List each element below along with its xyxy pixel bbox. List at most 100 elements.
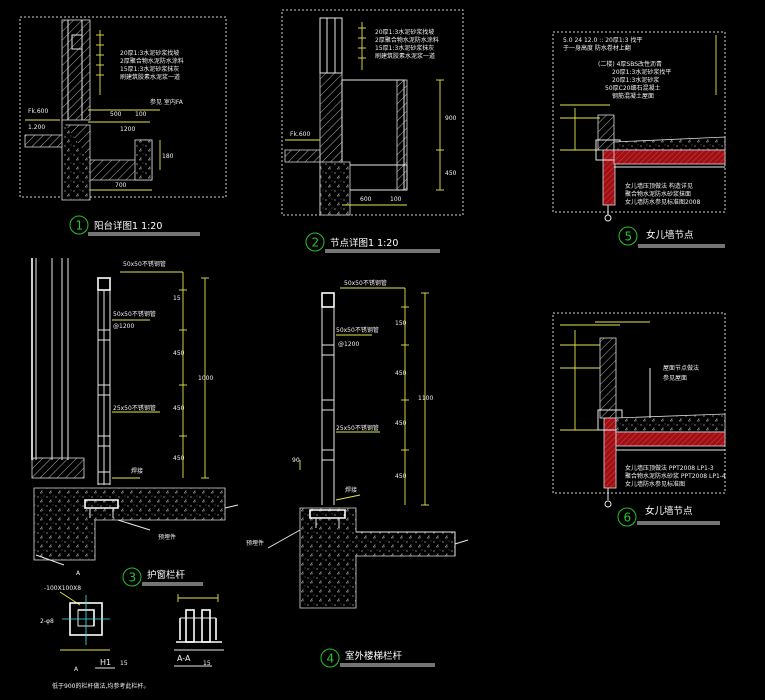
aa-section-label: A-A	[177, 654, 191, 663]
detail-2-title: 节点详图1 1:20	[330, 237, 398, 249]
svg-text:450: 450	[173, 405, 185, 412]
detail-1-number: 1	[76, 219, 84, 233]
svg-text:15: 15	[173, 295, 181, 302]
svg-text:2厚聚合物水泥防水涂料: 2厚聚合物水泥防水涂料	[120, 57, 184, 65]
svg-text:Fk.600: Fk.600	[28, 108, 48, 115]
d4-label-spacing: @1200	[338, 341, 359, 348]
red-wall-6	[603, 417, 617, 489]
svg-text:女儿墙防水参见标准图: 女儿墙防水参见标准图	[625, 480, 685, 488]
detail-5-number: 5	[625, 230, 633, 244]
d4-label-embed: 预埋件	[246, 539, 264, 547]
detail-4-stair-railing: 50x50不锈钢管 50x50不锈钢管 @1200 25x50不锈钢管 焊接 预…	[246, 279, 469, 668]
svg-text:20厚1:3水泥砂浆找平: 20厚1:3水泥砂浆找平	[612, 68, 671, 76]
svg-text:700: 700	[115, 182, 127, 189]
svg-text:450: 450	[395, 370, 407, 377]
svg-text:2-φ8: 2-φ8	[40, 618, 54, 625]
d4-label-bar: 25x50不锈钢管	[336, 424, 379, 432]
svg-text:900: 900	[445, 115, 457, 122]
svg-text:90: 90	[292, 457, 300, 464]
d4-label-top: 50x50不锈钢管	[344, 279, 387, 287]
svg-text:1000: 1000	[198, 375, 213, 382]
detail-2-number-circle	[305, 232, 325, 252]
svg-text:5.0 24 12.0 :: 20厚1:3 找平: 5.0 24 12.0 :: 20厚1:3 找平	[563, 36, 642, 44]
aa-section-scale: 15	[203, 660, 211, 667]
detail-6-number-circle	[617, 507, 637, 527]
red-wall-5	[602, 149, 616, 206]
svg-text:600: 600	[360, 196, 372, 203]
svg-text:刷建筑胶素水泥浆一道: 刷建筑胶素水泥浆一道	[375, 52, 435, 60]
detail-3-title: 护窗栏杆	[147, 569, 186, 581]
detail-5-parapet: 5.0 24 12.0 :: 20厚1:3 找平 于一身高度 防水卷材上翻 (二…	[552, 31, 726, 248]
svg-text:聚合物水泥防水砂浆抹面: 聚合物水泥防水砂浆抹面	[625, 190, 691, 198]
detail-6-title: 女儿墙节点	[645, 505, 693, 517]
svg-text:100: 100	[390, 196, 402, 203]
svg-text:20厚1:3水泥砂浆找坡: 20厚1:3水泥砂浆找坡	[120, 49, 179, 57]
svg-text:450: 450	[395, 473, 407, 480]
d3-label-weld: 焊接	[131, 467, 143, 475]
svg-text:女儿墙防水参见标准图2008: 女儿墙防水参见标准图2008	[625, 198, 700, 206]
detail-aa-section: A-A 15	[174, 594, 224, 667]
slab-4	[299, 507, 456, 609]
h1-section-mark: A	[74, 666, 79, 673]
h1-plate-label: -100X100X8	[44, 585, 81, 592]
detail-2-number: 2	[312, 236, 320, 250]
d3-label-top: 50x50不锈钢管	[123, 260, 166, 268]
top-rail-4	[321, 292, 335, 308]
svg-text:450: 450	[445, 170, 457, 177]
svg-text:15厚1:3水泥砂浆抹灰: 15厚1:3水泥砂浆抹灰	[375, 44, 434, 52]
svg-text:500: 500	[110, 111, 122, 118]
svg-text:450: 450	[173, 455, 185, 462]
slab-3	[33, 487, 226, 561]
d4-label-rail: 50x50不锈钢管	[336, 326, 379, 334]
svg-text:2厚聚合物水泥防水涂料: 2厚聚合物水泥防水涂料	[375, 36, 439, 44]
d3-label-rail: 50x50不锈钢管	[113, 310, 156, 318]
svg-text:450: 450	[395, 420, 407, 427]
svg-text:150: 150	[395, 320, 407, 327]
svg-text:1100: 1100	[418, 395, 433, 402]
detail-5-frame	[552, 31, 726, 213]
h1-scale: 15	[120, 660, 128, 667]
detail-4-title: 室外楼梯栏杆	[345, 650, 403, 662]
detail-1-number-circle	[69, 215, 89, 235]
detail-h1: -100X100X8 2-φ8 A H1 15	[40, 585, 128, 673]
d3-label-embed: 预埋件	[158, 533, 176, 541]
detail-5-title: 女儿墙节点	[646, 229, 694, 241]
top-rail	[97, 277, 111, 291]
svg-text:聚合物水泥防水砂浆 PPT2008 LP1-4: 聚合物水泥防水砂浆 PPT2008 LP1-4	[625, 472, 726, 480]
svg-text:15厚1:3水泥砂浆抹灰: 15厚1:3水泥砂浆抹灰	[120, 65, 179, 73]
detail-3-number: 3	[129, 571, 137, 585]
detail-4-number-circle	[320, 648, 340, 668]
detail-4-number: 4	[327, 652, 335, 666]
svg-text:20厚1:3水泥砂浆: 20厚1:3水泥砂浆	[612, 76, 659, 84]
svg-text:女儿墙压顶做法 构造详见: 女儿墙压顶做法 构造详见	[625, 182, 693, 190]
detail-6-frame	[552, 312, 726, 494]
d3-label-spacing: @1200	[113, 323, 134, 330]
svg-text:180: 180	[162, 153, 174, 160]
railing-note: 低于900的栏杆做法,均参考此栏杆。	[52, 682, 149, 690]
svg-text:Fk.600: Fk.600	[290, 131, 310, 138]
detail-2-node: 20厚1:3水泥砂浆找坡 2厚聚合物水泥防水涂料 15厚1:3水泥砂浆抹灰 刷建…	[281, 9, 464, 253]
detail-1-frame	[19, 16, 227, 198]
svg-text:1.200: 1.200	[28, 124, 45, 131]
detail-6-number: 6	[624, 511, 632, 525]
svg-text:刷建筑胶素水泥浆一道: 刷建筑胶素水泥浆一道	[120, 73, 180, 81]
detail-1-balcony: 20厚1:3水泥砂浆找坡 2厚聚合物水泥防水涂料 15厚1:3水泥砂浆抹灰 刷建…	[19, 16, 227, 236]
wall-hatch	[61, 19, 91, 121]
svg-text:女儿墙压顶做法 PPT2008 LP1-3: 女儿墙压顶做法 PPT2008 LP1-3	[625, 464, 714, 472]
svg-text:50厚C20细石混凝土: 50厚C20细石混凝土	[605, 84, 660, 92]
detail-3-window-railing: 50x50不锈钢管 50x50不锈钢管 @1200 25x50不锈钢管 焊接 预…	[31, 258, 239, 587]
detail-1-title: 阳台详图1 1:20	[94, 220, 162, 232]
h1-mark: H1	[100, 658, 111, 667]
svg-text:A: A	[76, 570, 81, 577]
svg-text:450: 450	[173, 350, 185, 357]
svg-text:参见 室内FA: 参见 室内FA	[150, 98, 184, 106]
detail-3-number-circle	[122, 567, 142, 587]
detail-6-parapet: 屋面节点做法 参见屋面 女儿墙压顶做法 PPT2008 LP1-3 聚合物水泥防…	[552, 312, 726, 527]
detail-5-number-circle	[618, 226, 638, 246]
d3-label-bar: 25x50不锈钢管	[113, 404, 156, 412]
svg-text:(二楼) 4厚SBS改性沥青: (二楼) 4厚SBS改性沥青	[598, 60, 662, 68]
svg-text:于一身高度 防水卷材上翻: 于一身高度 防水卷材上翻	[563, 44, 631, 52]
svg-text:100: 100	[135, 111, 147, 118]
detail-6-label-2: 参见屋面	[663, 374, 687, 382]
